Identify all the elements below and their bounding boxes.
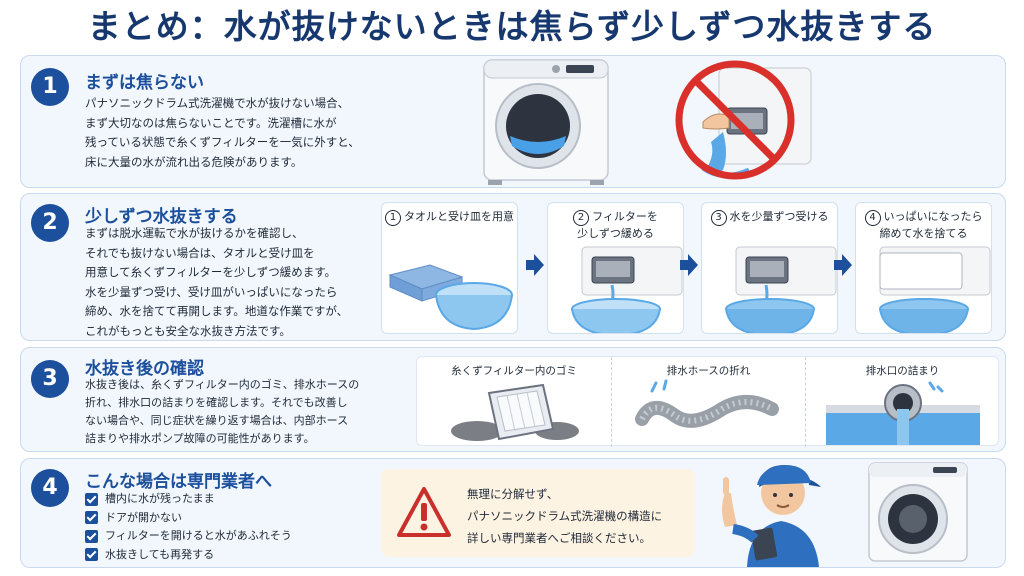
step-number: 4 — [864, 210, 881, 226]
no-remove-filter-icon — [675, 60, 812, 180]
warning-icon — [397, 487, 451, 537]
warning-text: 無理に分解せず、 パナソニックドラム式洗濯機の構造に 詳しい専門業者へご相談くだ… — [467, 487, 663, 545]
technician-icon — [722, 465, 821, 567]
section-body: 水抜き後は、糸くずフィルター内のゴミ、排水ホースの 折れ、排水口の詰まりを確認し… — [85, 378, 360, 445]
checklist-item: 水抜きしても再発する — [85, 546, 292, 565]
section-number: 2 — [31, 204, 69, 242]
check-item-hose-kink: 排水ホースの折れ — [611, 357, 805, 447]
section-body: パナソニックドラム式洗濯機で水が抜けない場合、 まず大切なのは焦らないことです。… — [85, 96, 360, 169]
check-item-filter-debris: 糸くずフィルター内のゴミ — [417, 357, 611, 447]
checkbox-checked-icon — [85, 529, 98, 543]
section-2: 2 少しずつ水抜きする まずは脱水運転で水が抜けるかを確認し、 それでも抜けない… — [20, 193, 1006, 341]
washing-machine-icon — [868, 462, 968, 562]
step-number: 3 — [710, 210, 727, 226]
section-heading: まずは焦らない — [85, 73, 204, 93]
step-number: 2 — [573, 210, 590, 226]
arrow-right-icon — [680, 254, 698, 276]
section-number: 4 — [31, 469, 69, 507]
section-4: 4 こんな場合は専門業者へ 槽内に水が残ったまま ドアが開かない フィルターを開… — [20, 458, 1006, 568]
checkbox-checked-icon — [85, 548, 98, 562]
page-title: まとめ：水が抜けないときは焦らず少しずつ水抜きする — [87, 7, 937, 46]
section-heading: こんな場合は専門業者へ — [85, 472, 272, 492]
section-body: まずは脱水運転で水が抜けるかを確認し、 それでも抜けない場合は、タオルと受け皿を… — [85, 226, 349, 338]
checkbox-checked-icon — [85, 492, 98, 506]
checklist: 槽内に水が残ったまま ドアが開かない フィルターを開けると水があふれそう 水抜き… — [85, 490, 292, 564]
checklist-item: フィルターを開けると水があふれそう — [85, 527, 292, 546]
checklist-item: 槽内に水が残ったまま — [85, 490, 292, 509]
arrow-right-icon — [526, 254, 544, 276]
section-number: 1 — [31, 68, 69, 106]
lint-filter-debris-icon — [451, 383, 579, 441]
loosen-filter-icon — [571, 246, 683, 333]
drain-hose-kink-icon — [635, 379, 779, 428]
step-number: 1 — [385, 210, 401, 226]
washing-machine-icon — [483, 59, 609, 185]
section-number: 3 — [31, 360, 69, 398]
checklist-item: ドアが開かない — [85, 509, 292, 528]
checkbox-checked-icon — [85, 511, 98, 525]
drain-clog-icon — [826, 381, 980, 445]
section-1: 1 まずは焦らない パナソニックドラム式洗濯機で水が抜けない場合、 まず大切なの… — [20, 55, 1006, 188]
section-3: 3 水抜き後の確認 水抜き後は、糸くずフィルター内のゴミ、排水ホースの 折れ、排… — [20, 347, 1006, 452]
warning-box: 無理に分解せず、 パナソニックドラム式洗濯機の構造に 詳しい専門業者へご相談くだ… — [381, 469, 695, 557]
section-heading: 水抜き後の確認 — [85, 359, 204, 379]
check-item-drain-clog: 排水口の詰まり — [805, 357, 999, 447]
arrow-right-icon — [834, 254, 852, 276]
section-heading: 少しずつ水抜きする — [85, 207, 238, 227]
close-filter-empty-water-icon — [879, 246, 991, 333]
check-panel: 糸くずフィルター内のゴミ 排水ホースの折れ 排水口の詰まり — [416, 356, 999, 447]
catch-water-icon — [725, 246, 837, 333]
towel-and-basin-icon — [388, 264, 513, 331]
